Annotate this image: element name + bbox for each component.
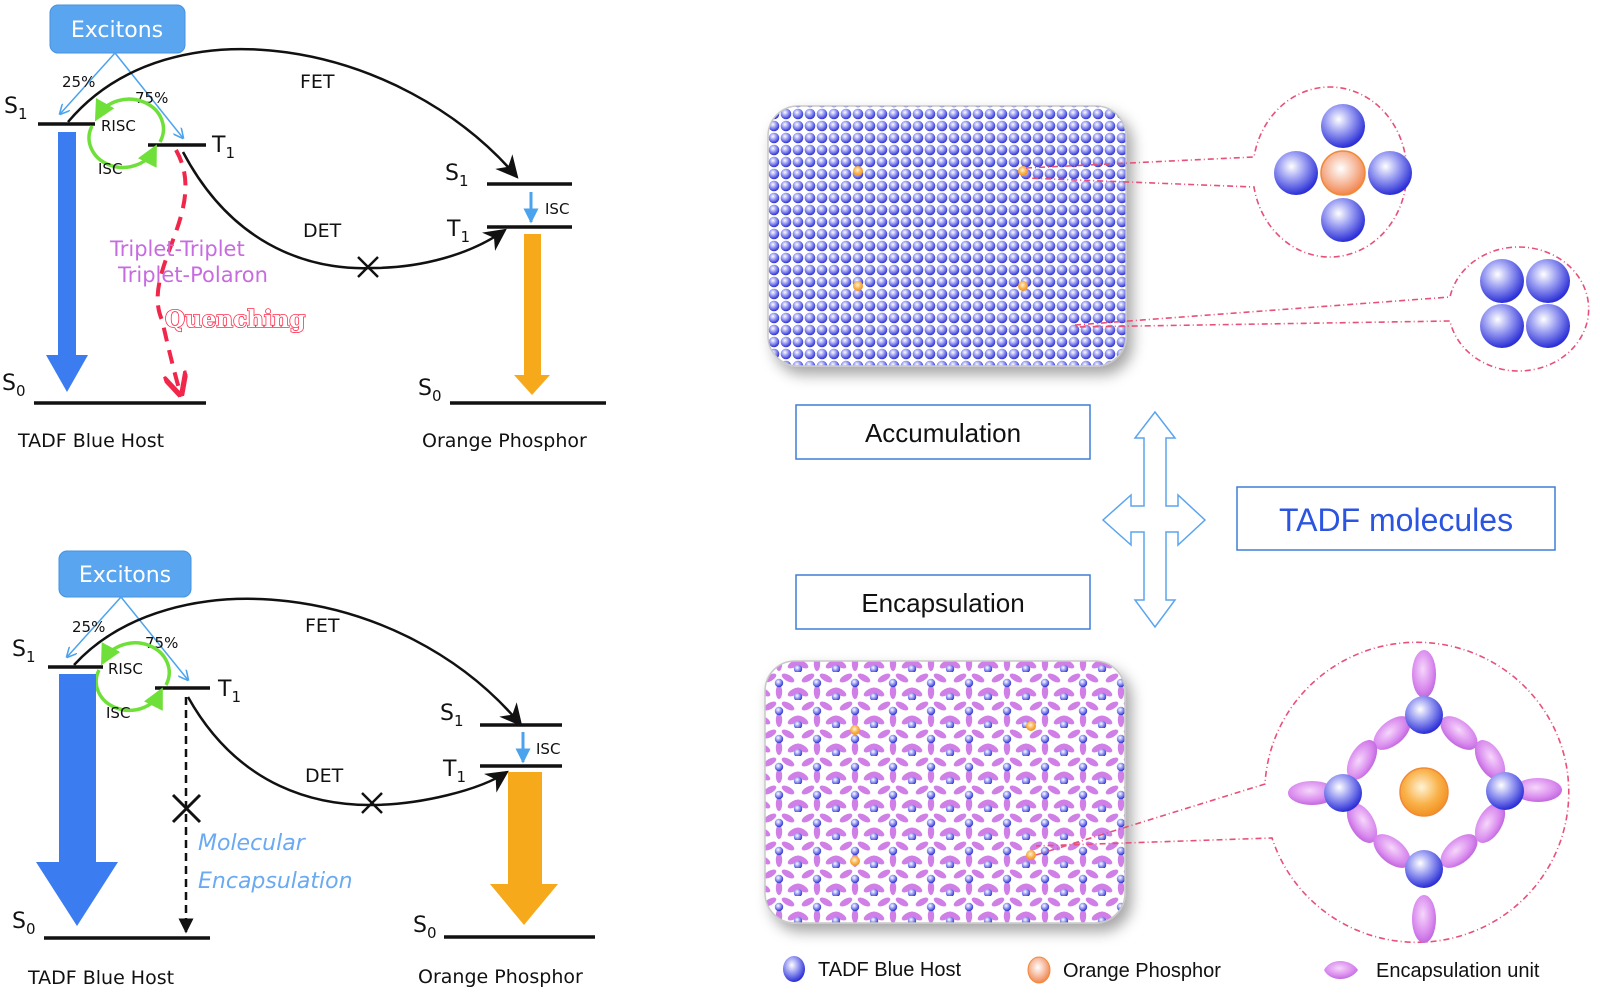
blue-sphere-icon bbox=[783, 956, 805, 982]
excitons-label-bottom: Excitons bbox=[79, 563, 171, 588]
encapsulation-film bbox=[764, 660, 1126, 924]
det-label-bottom: DET bbox=[305, 765, 344, 787]
risc-arrow bbox=[94, 97, 166, 143]
isc-arrow bbox=[87, 125, 157, 170]
host-t1-label: T1 bbox=[211, 133, 235, 162]
encapsulation-box: Encapsulation bbox=[795, 574, 1091, 630]
det-arrow-bottom bbox=[186, 696, 509, 807]
energy-diagram-bottom: Excitons 25% 75% S1 T1 RISC ISC S0 TADF … bbox=[12, 550, 595, 989]
fet-label: FET bbox=[300, 71, 335, 93]
purple-lobe-icon bbox=[1324, 961, 1358, 979]
isc-label-bottom: ISC bbox=[106, 704, 130, 722]
phosphor-dot bbox=[850, 725, 860, 735]
guest-isc-label-bottom: ISC bbox=[536, 740, 560, 758]
det-arrow bbox=[181, 151, 507, 270]
guest-name: Orange Phosphor bbox=[422, 430, 587, 452]
legend-item-host: TADF Blue Host bbox=[783, 956, 961, 982]
det-blocked-cross-icon bbox=[357, 256, 379, 278]
orange-emission-arrow bbox=[514, 234, 550, 395]
callout-host-aggregate bbox=[1074, 246, 1590, 372]
accumulation-film bbox=[767, 105, 1127, 367]
quench-line1: Triplet-Triplet bbox=[109, 237, 245, 261]
singlet-percent: 25% bbox=[62, 73, 95, 91]
legend-item-phosphor: Orange Phosphor bbox=[1027, 956, 1221, 984]
encapsulated-cluster bbox=[1288, 650, 1562, 943]
guest-s1-label-bottom: S1 bbox=[440, 701, 464, 730]
excitons-label: Excitons bbox=[71, 18, 163, 43]
phosphor-dot bbox=[1026, 850, 1036, 860]
fet-arrow-bottom bbox=[73, 597, 523, 727]
quench-line2: Triplet-Polaron bbox=[117, 263, 268, 287]
excitons-box: Excitons bbox=[49, 4, 186, 54]
callout-host-guest bbox=[1025, 86, 1408, 258]
risc-arrow-bottom bbox=[101, 641, 171, 686]
fet-arrow bbox=[67, 47, 519, 179]
blue-emission-arrow bbox=[46, 132, 88, 392]
guest-s0-label: S0 bbox=[418, 376, 442, 405]
triplet-branch-arrow bbox=[114, 52, 183, 138]
phosphor-dot bbox=[1018, 166, 1028, 176]
legend-label: Orange Phosphor bbox=[1063, 960, 1221, 982]
triplet-branch-arrow-bottom bbox=[120, 596, 188, 680]
legend-label: Encapsulation unit bbox=[1376, 960, 1540, 982]
guest-s0-label-bottom: S0 bbox=[413, 913, 437, 942]
det-blocked-cross-icon-bottom bbox=[361, 792, 383, 814]
singlet-percent-bottom: 25% bbox=[72, 618, 105, 636]
risc-label-bottom: RISC bbox=[108, 660, 143, 678]
accumulation-label: Accumulation bbox=[865, 418, 1021, 448]
host-s0-label-bottom: S0 bbox=[12, 909, 36, 938]
guest-name-bottom: Orange Phosphor bbox=[418, 966, 583, 988]
orange-sphere-icon bbox=[1027, 956, 1051, 984]
quenching-label: Quenching bbox=[165, 306, 305, 333]
isc-label: ISC bbox=[98, 160, 122, 178]
four-way-arrow-icon bbox=[1101, 410, 1207, 629]
energy-diagram-top: Excitons 25% 75% S1 T1 RISC ISC S0 TADF … bbox=[2, 4, 606, 452]
legend: TADF Blue Host Orange Phosphor Encapsula… bbox=[783, 956, 1540, 984]
callout-encapsulated bbox=[1035, 641, 1570, 944]
isc-arrow-bottom bbox=[94, 669, 163, 713]
host-name-bottom: TADF Blue Host bbox=[27, 967, 174, 989]
excitons-box-bottom: Excitons bbox=[58, 550, 192, 598]
orange-emission-arrow-bottom bbox=[490, 772, 558, 925]
host-name: TADF Blue Host bbox=[17, 430, 164, 452]
host-s1-label-bottom: S1 bbox=[12, 637, 36, 666]
host-aggregate-cluster bbox=[1480, 259, 1570, 348]
legend-label: TADF Blue Host bbox=[818, 959, 961, 981]
singlet-branch-arrow bbox=[60, 52, 116, 114]
host-guest-cluster bbox=[1274, 104, 1412, 242]
accumulation-box: Accumulation bbox=[795, 404, 1091, 460]
phosphor-dot bbox=[853, 166, 863, 176]
phosphor-dot bbox=[850, 856, 860, 866]
host-s0-label: S0 bbox=[2, 371, 26, 400]
phosphor-dot bbox=[1026, 721, 1036, 731]
encap-line1: Molecular bbox=[198, 831, 307, 856]
guest-isc-label: ISC bbox=[545, 200, 569, 218]
blue-emission-arrow-bottom bbox=[36, 674, 118, 926]
host-s1-label: S1 bbox=[4, 94, 28, 123]
guest-s1-label: S1 bbox=[445, 161, 469, 190]
phosphor-dot bbox=[1018, 281, 1028, 291]
risc-label: RISC bbox=[101, 117, 136, 135]
phosphor-dot bbox=[853, 281, 863, 291]
host-t1-label-bottom: T1 bbox=[217, 677, 241, 706]
triplet-percent-bottom: 75% bbox=[145, 634, 178, 652]
quench-blocked-cross-icon bbox=[171, 793, 202, 824]
tadf-molecules-label: TADF molecules bbox=[1279, 502, 1513, 538]
det-label: DET bbox=[303, 220, 342, 242]
encap-line2: Encapsulation bbox=[198, 869, 353, 894]
legend-item-encapsulation: Encapsulation unit bbox=[1324, 960, 1540, 982]
tadf-molecules-box: TADF molecules bbox=[1236, 486, 1556, 551]
singlet-branch-arrow-bottom bbox=[67, 596, 122, 657]
guest-t1-label: T1 bbox=[446, 217, 470, 246]
encapsulation-label: Encapsulation bbox=[861, 588, 1024, 618]
fet-label-bottom: FET bbox=[305, 615, 340, 637]
guest-t1-label-bottom: T1 bbox=[442, 757, 466, 786]
